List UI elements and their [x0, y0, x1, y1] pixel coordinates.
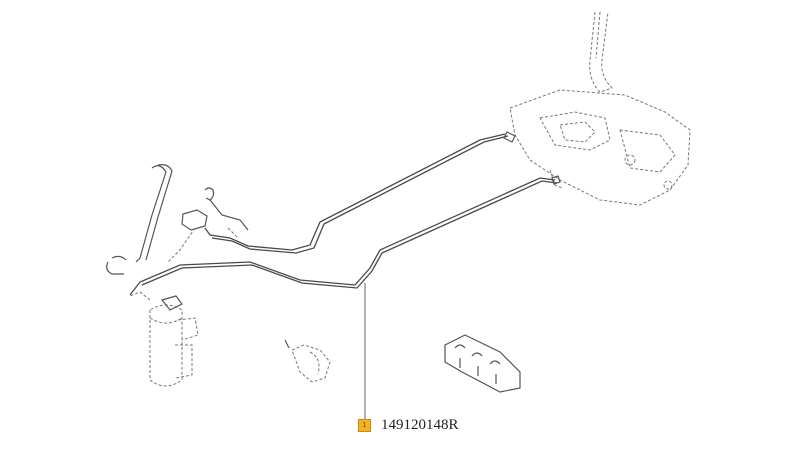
pipe-clip-block — [444, 334, 521, 393]
part-callout: 1 149120148R — [358, 417, 459, 434]
connector-clips — [167, 187, 249, 263]
fuel-tank-assembly — [503, 11, 691, 206]
charcoal-canister — [129, 291, 199, 387]
fuel-pipe-lines — [129, 133, 561, 296]
part-number-label[interactable]: 149120148R — [381, 417, 459, 433]
vent-hose — [106, 164, 173, 275]
mounting-bracket — [284, 339, 331, 383]
callout-badge[interactable]: 1 — [358, 419, 371, 432]
